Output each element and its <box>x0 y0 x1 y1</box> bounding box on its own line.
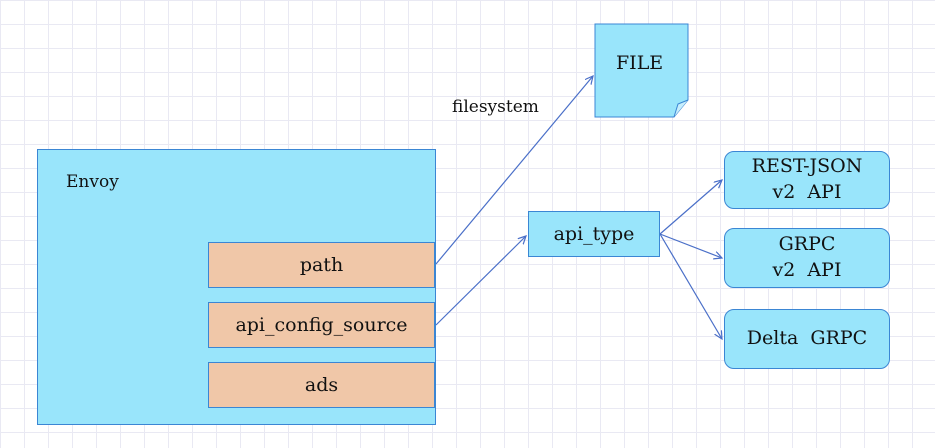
filesystem-edge-label: filesystem <box>452 97 539 117</box>
grpc-label-line-2: v2 API <box>772 259 842 281</box>
file-fold-icon <box>673 99 689 118</box>
grpc-label-line-1: GRPC <box>778 233 836 256</box>
edge-source-to-api-type <box>435 236 526 326</box>
api-type-node: api_type <box>528 211 660 257</box>
rest-json-label-line-1: REST-JSON <box>751 155 863 178</box>
rest-json-v2-api-node: REST-JSON v2 API <box>724 151 890 209</box>
rest-json-label-line-2: v2 API <box>772 181 842 203</box>
edge-api-type-to-delta-grpc <box>659 233 722 339</box>
delta-grpc-node: Delta GRPC <box>724 309 890 369</box>
field-ads: ads <box>208 362 435 408</box>
field-api-config-source: api_config_source <box>208 302 435 348</box>
envoy-label: Envoy <box>66 172 119 192</box>
edge-path-to-file <box>435 76 593 265</box>
grpc-v2-api-node: GRPC v2 API <box>724 228 890 288</box>
delta-grpc-label: Delta GRPC <box>746 327 868 350</box>
file-node-label: FILE <box>616 52 664 74</box>
edge-api-type-to-grpc <box>659 233 722 258</box>
edge-api-type-to-rest-json <box>659 180 722 235</box>
field-path: path <box>208 242 435 288</box>
